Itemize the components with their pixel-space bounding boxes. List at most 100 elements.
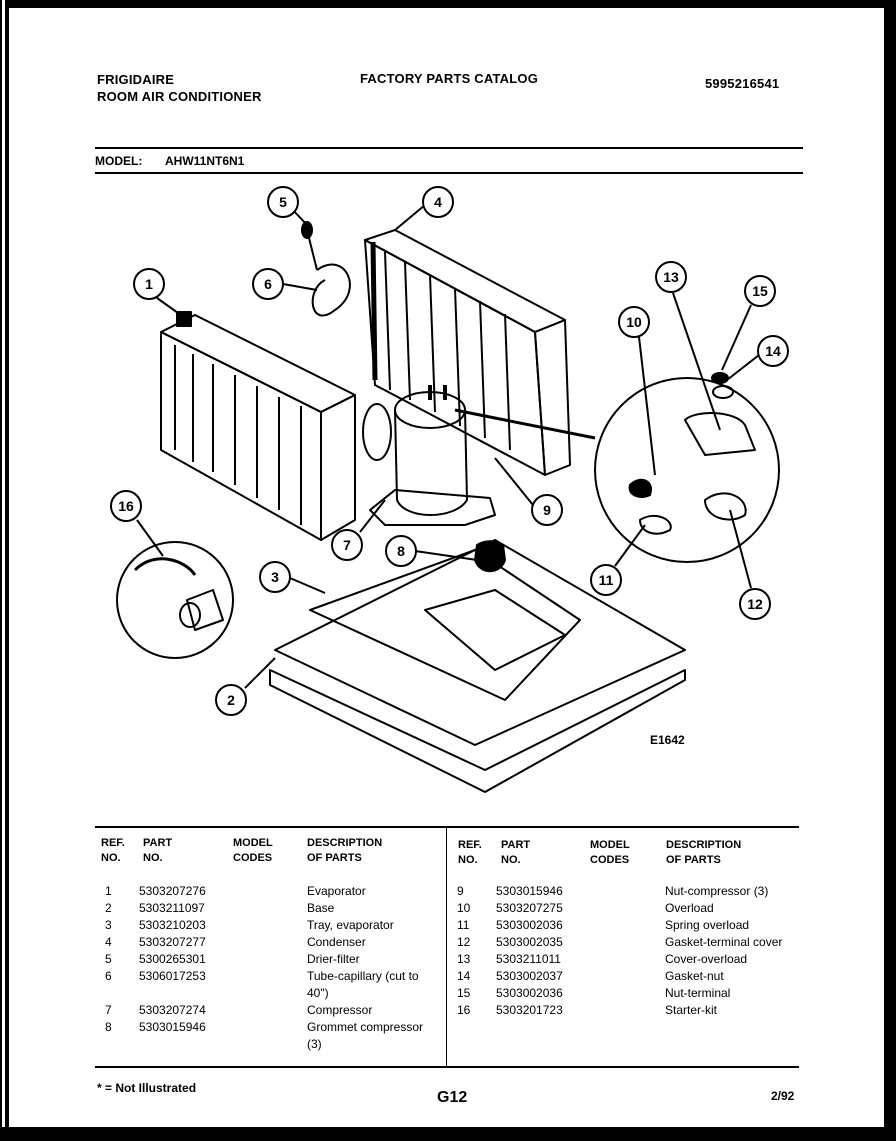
row-part: 5303015946	[139, 1020, 206, 1034]
right-header-desc: DESCRIPTION OF PARTS	[666, 839, 742, 866]
callout-label-10: 10	[626, 314, 642, 330]
row-ref: 6	[105, 969, 112, 983]
left-header-model: MODEL CODES	[233, 837, 273, 864]
row-part: 5303201723	[496, 1003, 563, 1017]
callout-label-4: 4	[434, 194, 442, 210]
row-desc: Starter-kit	[665, 1003, 718, 1017]
row-ref: 16	[457, 1003, 471, 1017]
row-part: 5306017253	[139, 969, 206, 983]
overload-detail-circle	[594, 372, 780, 563]
row-part: 5303207275	[496, 901, 563, 915]
row-part: 5303015946	[496, 884, 563, 898]
row-part: 5303210203	[139, 918, 206, 932]
product-name: ROOM AIR CONDITIONER	[97, 89, 262, 104]
row-ref: 1	[105, 884, 112, 898]
row-desc: Cover-overload	[665, 952, 748, 966]
callout-8	[385, 535, 478, 567]
catalog-title: FACTORY PARTS CATALOG	[360, 71, 539, 86]
row-desc-continued: (3)	[307, 1037, 322, 1051]
row-desc: Base	[307, 901, 335, 915]
row-ref: 2	[105, 901, 112, 915]
row-ref: 3	[105, 918, 112, 932]
row-ref: 5	[105, 952, 112, 966]
row-part: 5303211097	[139, 901, 205, 915]
evaporator-drawing	[160, 311, 356, 541]
row-desc: Tray, evaporator	[307, 918, 394, 932]
callout-label-2: 2	[227, 692, 235, 708]
callout-label-15: 15	[752, 283, 768, 299]
callout-label-7: 7	[343, 537, 351, 553]
publication-number: 5995216541	[705, 76, 780, 91]
callout-label-11: 11	[599, 572, 614, 588]
callout-12	[729, 509, 771, 620]
scan-border-top	[0, 0, 896, 8]
row-ref: 11	[457, 918, 470, 932]
parts-table: REF. NO. PART NO. MODEL CODES DESCRIPTIO…	[95, 826, 799, 1068]
row-ref: 9	[457, 884, 464, 898]
row-part: 5303207277	[139, 935, 206, 949]
right-header-ref: REF. NO.	[458, 839, 482, 866]
brand-name: FRIGIDAIRE	[97, 72, 175, 87]
callout-1	[133, 268, 186, 319]
callout-11	[590, 524, 646, 596]
model-label: MODEL:	[95, 154, 143, 168]
row-ref: 13	[457, 952, 471, 966]
callout-14	[726, 335, 789, 381]
left-header-part: PART NO.	[143, 837, 173, 864]
callout-13	[655, 261, 721, 431]
row-part: 5300265301	[139, 952, 206, 966]
row-ref: 7	[105, 1003, 112, 1017]
row-part: 5303207276	[139, 884, 206, 898]
callout-label-9: 9	[543, 502, 551, 518]
row-ref: 15	[457, 986, 471, 1000]
callout-label-5: 5	[279, 194, 287, 210]
row-desc: Tube-capillary (cut to	[307, 969, 419, 983]
header-rule	[95, 147, 803, 149]
row-desc: Drier-filter	[307, 952, 360, 966]
catalog-date: 2/92	[771, 1089, 795, 1103]
starter-detail-circle	[116, 541, 234, 659]
brand-block: FRIGIDAIRE ROOM AIR CONDITIONER	[97, 71, 262, 105]
exploded-parts-diagram: 1 2 3 4 5 6 7 8 9 10 11 12 13 14 15 16	[110, 186, 789, 793]
callout-label-13: 13	[663, 269, 679, 285]
callout-label-12: 12	[747, 596, 763, 612]
row-desc: Overload	[665, 901, 714, 915]
row-part: 5303002035	[496, 935, 563, 949]
row-part: 5303002037	[496, 969, 563, 983]
model-line: MODEL: AHW11NT6N1	[95, 150, 803, 174]
callout-label-14: 14	[765, 343, 781, 359]
model-number: AHW11NT6N1	[165, 154, 245, 168]
row-ref: 8	[105, 1020, 112, 1034]
page-number: G12	[437, 1089, 468, 1106]
callout-label-1: 1	[145, 276, 153, 292]
right-header-model: MODEL CODES	[590, 839, 630, 866]
row-desc: Gasket-nut	[665, 969, 724, 983]
callout-label-8: 8	[397, 543, 405, 559]
table-divider	[446, 828, 447, 1066]
row-ref: 14	[457, 969, 471, 983]
callout-label-3: 3	[271, 569, 279, 585]
row-desc: Evaporator	[307, 884, 366, 898]
scan-border-left-gap	[2, 0, 5, 1141]
row-part: 5303002036	[496, 986, 563, 1000]
callout-9	[494, 457, 563, 526]
callout-labels: 1 2 3 4 5 6 7 8 9 10 11 12 13 14 15 16	[118, 194, 781, 708]
not-illustrated-note: * = Not Illustrated	[97, 1081, 197, 1095]
scan-border-bottom	[0, 1127, 896, 1141]
left-header-ref: REF. NO.	[101, 837, 125, 864]
row-desc: Compressor	[307, 1003, 373, 1017]
right-header-part: PART NO.	[501, 839, 531, 866]
callout-10	[618, 306, 656, 476]
callout-4	[394, 186, 454, 231]
callout-5	[267, 186, 308, 226]
callout-16	[110, 490, 164, 557]
row-desc: Gasket-terminal cover	[665, 935, 783, 949]
base-and-tray-drawing	[269, 539, 686, 793]
diagram-code: E1642	[650, 733, 685, 747]
callout-7	[331, 499, 386, 561]
callout-label-16: 16	[118, 498, 134, 514]
callout-group	[110, 186, 789, 716]
condenser-drawing	[364, 229, 571, 476]
callout-15	[721, 275, 776, 371]
row-desc-continued: 40")	[307, 986, 329, 1000]
